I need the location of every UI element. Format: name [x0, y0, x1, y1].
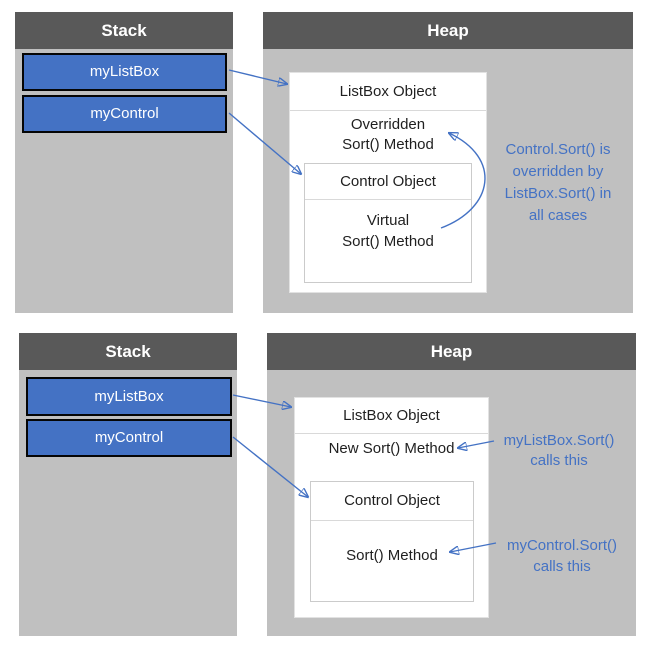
virtual-method-label-top: Virtual Sort() Method — [342, 212, 434, 250]
annotation-mycontrol-calls: myControl.Sort() calls this — [506, 537, 618, 575]
stack-var-mylistbox-bottom: myListBox — [26, 377, 232, 416]
stack-panel-top: Stack myListBox myControl — [15, 12, 233, 313]
heap-header-top: Heap — [263, 12, 633, 49]
heap-panel-bottom: Heap ListBox Object New Sort() Method Co… — [267, 333, 636, 636]
stack-header-bottom: Stack — [19, 333, 237, 370]
stack-var-mylistbox-top: myListBox — [22, 53, 227, 91]
listbox-object-box-top: ListBox Object Overridden Sort() Method … — [289, 72, 487, 293]
sort-method-label: Sort() Method — [346, 547, 438, 564]
annotation-mylistbox-calls: myListBox.Sort() calls this — [503, 432, 615, 469]
stack-var-mycontrol-top: myControl — [22, 95, 227, 133]
control-object-label-top: Control Object — [305, 164, 471, 200]
overridden-method-label-top: Overridden Sort() Method — [342, 116, 434, 153]
stack-var-mycontrol-bottom: myControl — [26, 419, 232, 457]
listbox-object-label-bottom: ListBox Object — [295, 398, 488, 434]
control-object-box-top: Control Object Virtual Sort() Method — [304, 163, 472, 283]
control-object-box-bottom: Control Object Sort() Method — [310, 481, 474, 602]
listbox-object-box-bottom: ListBox Object New Sort() Method Control… — [294, 397, 489, 618]
stack-header-top: Stack — [15, 12, 233, 49]
annotation-control-sort-overridden: Control.Sort() is overridden by ListBox.… — [504, 141, 612, 224]
new-sort-method-label: New Sort() Method — [328, 440, 455, 457]
stack-panel-bottom: Stack myListBox myControl — [19, 333, 237, 636]
heap-header-bottom: Heap — [267, 333, 636, 370]
control-object-label-bottom: Control Object — [311, 482, 473, 521]
listbox-object-label-top: ListBox Object — [290, 73, 486, 111]
